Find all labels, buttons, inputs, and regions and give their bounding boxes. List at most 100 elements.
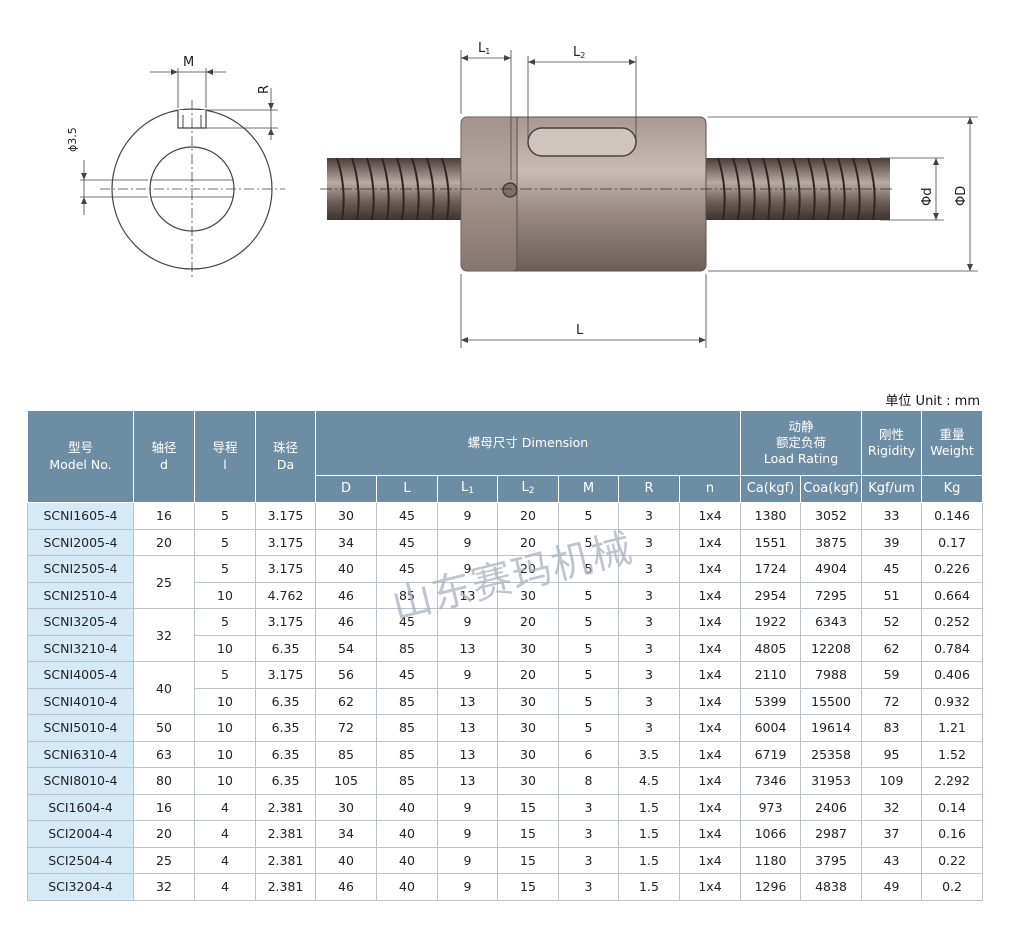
table-cell: 5 <box>558 581 619 609</box>
subheader-subscript: 1 <box>468 486 474 497</box>
table-cell: 1x4 <box>678 555 742 583</box>
table-cell: 0.2 <box>921 873 984 901</box>
table-cell: 40 <box>376 873 438 901</box>
header-weight-en: Weight <box>930 443 974 458</box>
table-cell: 10 <box>194 767 256 795</box>
subheader-subscript: 2 <box>528 486 535 497</box>
subheader-cell: M <box>558 475 619 503</box>
table-cell: 3 <box>558 846 619 874</box>
table-cell: 4 <box>194 793 256 821</box>
header-shaft-sym: d <box>160 456 168 472</box>
table-cell: 1x4 <box>678 820 742 848</box>
table-cell: 13 <box>437 714 498 742</box>
table-cell: 5 <box>558 528 619 556</box>
subheader-label: L <box>403 480 411 496</box>
table-cell: 5 <box>194 608 256 636</box>
header-shaft-cn: 轴径 <box>151 440 177 456</box>
table-cell: 85 <box>376 634 438 662</box>
model-cell: SCNI8010-4 <box>27 767 134 795</box>
dim-l2-label: L2 <box>573 45 585 60</box>
table-cell: 6.35 <box>255 714 316 742</box>
table-cell: 5 <box>558 687 619 715</box>
table-cell: 2987 <box>800 820 863 848</box>
table-cell: 15 <box>497 820 559 848</box>
table-cell: 1066 <box>740 820 802 848</box>
table-cell: 10 <box>194 581 256 609</box>
table-cell: 3 <box>618 687 680 715</box>
table-cell: 1x4 <box>678 528 742 556</box>
table-cell: 1551 <box>740 528 802 556</box>
table-cell: 1180 <box>740 846 802 874</box>
table-cell: 85 <box>376 581 438 609</box>
subheader-cell: Kgf/um <box>861 475 923 503</box>
model-cell: SCI2004-4 <box>27 820 134 848</box>
table-cell: 54 <box>315 634 377 662</box>
table-cell: 5 <box>194 555 256 583</box>
dim-l-label: L <box>576 323 584 338</box>
table-cell: 9 <box>437 555 498 583</box>
table-cell: 1x4 <box>678 502 742 530</box>
table-cell: 45 <box>376 661 438 689</box>
table-cell: 5 <box>558 608 619 636</box>
table-cell: 45 <box>376 608 438 636</box>
table-cell: 3795 <box>800 846 863 874</box>
table-cell: 5399 <box>740 687 802 715</box>
table-cell: 4 <box>194 820 256 848</box>
table-cell: 2.381 <box>255 820 316 848</box>
table-cell: 6 <box>558 740 619 768</box>
table-cell: 1296 <box>740 873 802 901</box>
table-cell: 6.35 <box>255 634 316 662</box>
table-cell: 45 <box>861 555 923 583</box>
table-cell: 6.35 <box>255 740 316 768</box>
header-weight-cn: 重量 <box>939 426 965 442</box>
model-cell: SCNI4010-4 <box>27 687 134 715</box>
subheader-label: Kg <box>943 480 961 496</box>
table-cell: 1x4 <box>678 634 742 662</box>
table-cell: 1922 <box>740 608 802 636</box>
table-cell: 13 <box>437 687 498 715</box>
subheader-cell: R <box>618 475 680 503</box>
header-rigidity-cn: 刚性 <box>879 426 905 442</box>
table-cell: 1x4 <box>678 767 742 795</box>
table-cell: 32 <box>861 793 923 821</box>
subheader-label: D <box>340 480 351 496</box>
table-cell: 9 <box>437 820 498 848</box>
model-cell: SCI1604-4 <box>27 793 134 821</box>
table-cell: 2954 <box>740 581 802 609</box>
table-cell: 1724 <box>740 555 802 583</box>
model-cell: SCNI5010-4 <box>27 714 134 742</box>
subheader-label: Ca(kgf) <box>746 480 795 496</box>
table-cell: 9 <box>437 608 498 636</box>
table-cell: 40 <box>376 846 438 874</box>
table-cell: 7295 <box>800 581 863 609</box>
table-cell: 25 <box>133 555 195 609</box>
table-cell: 6004 <box>740 714 802 742</box>
table-cell: 1.52 <box>921 740 984 768</box>
subheader-cell: Kg <box>921 475 984 503</box>
subheader-cell: D <box>315 475 377 503</box>
subheader-label: L <box>461 480 469 496</box>
subheader-label: M <box>582 480 595 496</box>
table-cell: 4838 <box>800 873 863 901</box>
table-cell: 0.252 <box>921 608 984 636</box>
table-cell: 109 <box>861 767 923 795</box>
table-cell: 15500 <box>800 687 863 715</box>
table-cell: 37 <box>861 820 923 848</box>
table-cell: 1.5 <box>618 873 680 901</box>
table-cell: 30 <box>497 714 559 742</box>
dim-l2-main: L <box>573 45 581 60</box>
dim-m-label: M <box>183 55 194 70</box>
side-view: L1 L2 L Φd ΦD <box>320 41 978 348</box>
table-cell: 30 <box>497 687 559 715</box>
table-cell: 15 <box>497 793 559 821</box>
table-cell: 3 <box>618 608 680 636</box>
